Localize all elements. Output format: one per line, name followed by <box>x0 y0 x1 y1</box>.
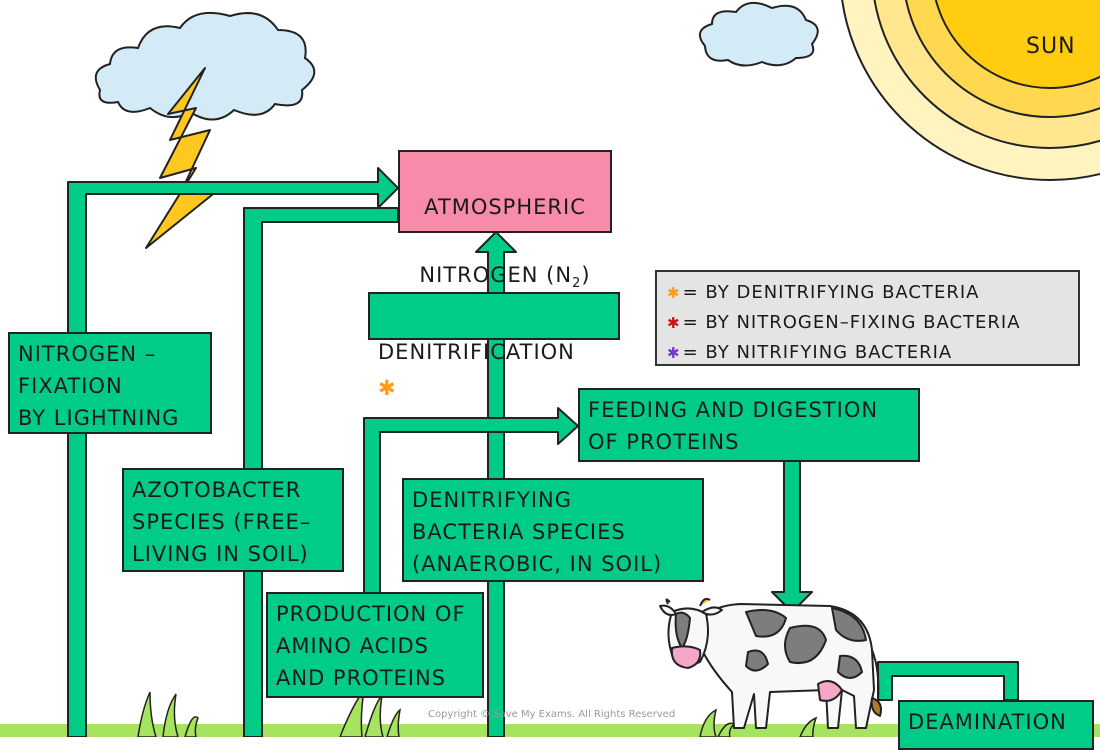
deamination-box: DEAMINATION <box>898 700 1094 750</box>
atmospheric-line2-text: NITROGEN (N <box>419 263 573 287</box>
key-text-denitrifying: = BY DENITRIFYING BACTERIA <box>682 282 980 303</box>
cloud-small <box>698 1 819 67</box>
lightning-bolt <box>145 67 229 249</box>
sun <box>841 0 1100 181</box>
key-star-orange: ✱ <box>667 284 681 302</box>
grass-tufts <box>137 689 818 737</box>
key-row-nitrogen-fixing: ✱= BY NITROGEN–FIXING BACTERIA <box>667 308 1078 338</box>
key-star-purple: ✱ <box>667 344 681 362</box>
arrow-cow-to-deamination <box>877 661 1019 701</box>
ground <box>0 724 1100 737</box>
key-row-denitrifying: ✱= BY DENITRIFYING BACTERIA <box>667 278 1078 308</box>
sun-label: SUN <box>1026 34 1076 59</box>
azotobacter-box: AZOTOBACTER SPECIES (FREE– LIVING IN SOI… <box>122 468 344 572</box>
arrow-production-to-feeding <box>363 407 579 601</box>
copyright-notice: Copyright © Save My Exams. All Rights Re… <box>428 709 676 720</box>
denitrifying-bacteria-box: DENITRIFYING BACTERIA SPECIES (ANAEROBIC… <box>402 478 704 582</box>
key-star-red: ✱ <box>667 314 681 332</box>
atmospheric-line2: NITROGEN (N2) <box>406 258 604 301</box>
denitrification-label: DENITRIFICATION <box>378 340 575 364</box>
atmospheric-nitrogen-box: ATMOSPHERIC NITROGEN (N2) <box>398 150 612 291</box>
arrow-lightning-to-atmosphere <box>67 167 399 737</box>
denitrification-box: DENITRIFICATION ✱ <box>368 292 620 400</box>
cloud-left <box>94 12 316 121</box>
atmospheric-line2-close: ) <box>581 263 591 287</box>
atmospheric-line1: ATMOSPHERIC <box>424 195 586 219</box>
key-text-nitrifying: = BY NITRIFYING BACTERIA <box>682 342 953 363</box>
lightning-fixation-box: NITROGEN – FIXATION BY LIGHTNING <box>8 332 212 434</box>
key-text-nitrogen-fixing: = BY NITROGEN–FIXING BACTERIA <box>682 312 1021 333</box>
atmospheric-subscript: 2 <box>572 276 582 292</box>
key-legend: ✱= BY DENITRIFYING BACTERIA ✱= BY NITROG… <box>655 270 1080 366</box>
cow <box>659 597 882 729</box>
feeding-digestion-box: FEEDING AND DIGESTION OF PROTEINS <box>578 388 920 462</box>
denitrification-star: ✱ <box>378 376 397 400</box>
arrow-feeding-to-cow <box>771 459 813 613</box>
key-row-nitrifying: ✱= BY NITRIFYING BACTERIA <box>667 338 1078 368</box>
production-amino-acids-box: PRODUCTION OF AMINO ACIDS AND PROTEINS <box>266 592 484 698</box>
